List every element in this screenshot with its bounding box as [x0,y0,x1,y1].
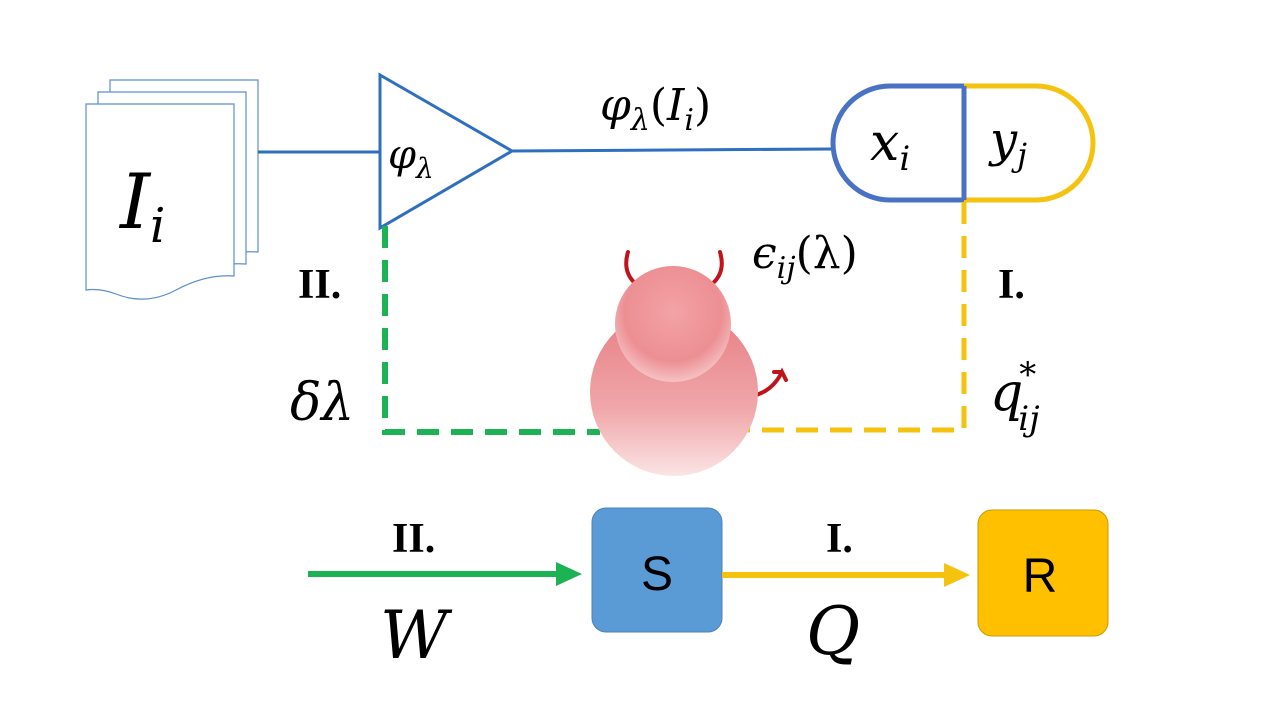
path-one-label: I. [998,262,1025,308]
box-s [591,507,723,633]
arrow-two-var: W [380,597,453,674]
arrow-two-head [556,562,582,586]
path-two-label: II. [298,262,341,308]
pair-right-pill [964,83,1096,203]
box-r [977,509,1109,637]
arrow-one-head [944,563,970,587]
box-s-label: S [641,548,673,601]
pair-left-label: xi [870,113,910,179]
document-stack-icon [85,79,259,300]
pair-left-pill [830,83,967,203]
adversary-label: ϵij(λ) [752,228,858,286]
encoder-to-pair-line [511,147,833,153]
arrow-two-label: II. [392,516,435,562]
pair-right-label: yj [988,112,1027,174]
encoder-label: φλ [388,132,434,185]
q-star-label: q*ij [990,355,1040,439]
arrow-one-var: Q [806,593,860,670]
encoder-output-label: φλ(Ii) [600,80,711,138]
path-one-dashed [748,202,967,433]
adversary-devil-icon [590,250,788,476]
arrow-one-label: I. [826,516,853,562]
box-r-label: R [1023,550,1058,603]
path-two-dashed [382,226,600,435]
encoder-triangle [378,72,515,231]
delta-lambda-label: δλ [290,373,354,433]
document-label: Ii [118,157,165,254]
